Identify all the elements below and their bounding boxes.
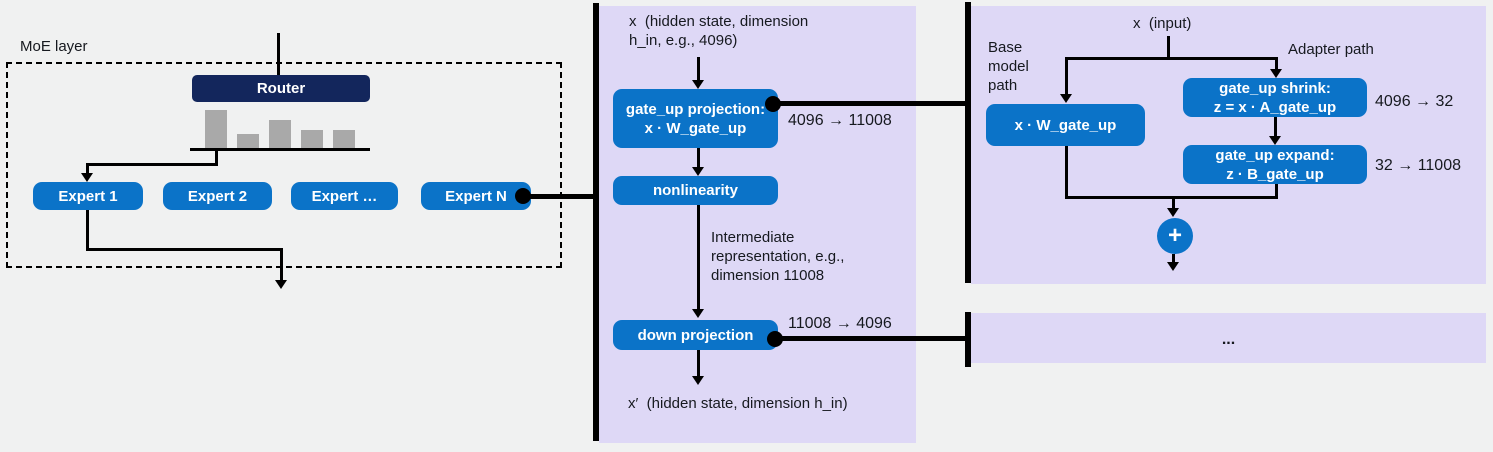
expert-detail-left-bar [593, 3, 599, 441]
base-weight-box: x · W_gate_up [986, 104, 1145, 146]
input-to-gateup-line [697, 57, 700, 82]
gate-up-projection-line2: x · W_gate_up [644, 119, 747, 137]
lora-detail-left-bar [965, 2, 971, 283]
nonlinearity-box: nonlinearity [613, 176, 778, 205]
expert1-output-line-v1 [86, 210, 89, 250]
gate-up-connector-line [773, 101, 965, 106]
gate-up-expand-line2: z · B_gate_up [1226, 165, 1324, 183]
down-to-output-arrowhead [692, 376, 704, 385]
adapter-branch-line [1275, 57, 1278, 71]
router-input-line [277, 33, 280, 75]
expert-2-label: Expert 2 [187, 187, 248, 205]
adapter-path-label: Adapter path [1288, 41, 1374, 58]
expert-detail-output-label: x′ (hidden state, dimension h_in) [628, 395, 848, 412]
expert-detail-input-label: x (hidden state, dimension h_in, e.g., 4… [629, 13, 813, 49]
router-bars [205, 105, 355, 149]
gate-up-projection-box: gate_up projection: x · W_gate_up [613, 89, 778, 148]
down-projection-box: down projection [613, 320, 778, 350]
expert-box-2: Expert 2 [163, 182, 272, 210]
converge-line-h [1065, 196, 1278, 199]
sum-circle: + [1157, 218, 1193, 254]
gate-up-expand-box: gate_up expand: z · B_gate_up [1183, 145, 1367, 184]
gate-up-shrink-line2: z = x · A_gate_up [1213, 98, 1337, 116]
router-weight-bar [301, 130, 323, 149]
expert-box-ellipsis: Expert … [291, 182, 398, 210]
converge-to-sum-arrowhead [1167, 208, 1179, 217]
adapter-branch-arrowhead [1270, 69, 1282, 78]
down-projection-label: down projection [637, 326, 754, 344]
nonlinearity-to-down-line [697, 205, 700, 311]
lora-split-line [1066, 57, 1278, 60]
input-to-gateup-arrowhead [692, 80, 704, 89]
base-branch-line [1065, 57, 1068, 96]
more-experts-ellipsis: ... [1221, 331, 1236, 348]
sum-output-arrowhead [1167, 262, 1179, 271]
down-dims-label: 11008 → 4096 [788, 315, 892, 332]
router-to-expert1-line-v2 [86, 163, 89, 174]
more-panel-left-bar [965, 312, 971, 367]
expand-dims-label: 32 → 11008 [1375, 157, 1461, 174]
moe-layer-boundary [6, 62, 562, 268]
router-to-expert1-line-v1 [215, 151, 218, 166]
down-to-output-line [697, 350, 700, 378]
more-experts-panel [971, 313, 1486, 363]
base-branch-arrowhead [1060, 94, 1072, 103]
router-weight-bar [205, 110, 227, 149]
shrink-to-expand-arrowhead [1269, 136, 1281, 145]
expert-ellipsis-label: Expert … [311, 187, 378, 205]
router-label: Router [256, 80, 306, 97]
router-weight-bar [269, 120, 291, 149]
expert-box-1: Expert 1 [33, 182, 143, 210]
adapter-converge-line-v [1275, 184, 1278, 199]
gate-up-projection-line1: gate_up projection: [625, 100, 766, 118]
expert1-output-arrowhead [275, 280, 287, 289]
expert-n-label: Expert N [445, 187, 507, 205]
gate-up-shrink-box: gate_up shrink: z = x · A_gate_up [1183, 78, 1367, 117]
base-weight-label: x · W_gate_up [1014, 116, 1117, 134]
router-box: Router [192, 75, 370, 102]
shrink-to-expand-line [1274, 117, 1277, 138]
router-to-expert1-line-h [86, 163, 218, 166]
down-connector-line [775, 336, 965, 341]
gate-up-dims-label: 4096 → 11008 [788, 112, 892, 129]
expert1-output-line-v2 [280, 248, 283, 281]
expert-1-label: Expert 1 [58, 187, 118, 205]
gateup-to-nonlinearity-arrowhead [692, 167, 704, 176]
nonlinearity-label: nonlinearity [652, 182, 738, 199]
gate-up-shrink-line1: gate_up shrink: [1219, 79, 1331, 97]
intermediate-representation-label: Intermediate representation, e.g., dimen… [711, 229, 849, 284]
base-converge-line-v [1065, 146, 1068, 199]
moe-layer-label: MoE layer [20, 38, 88, 55]
sum-symbol: + [1167, 222, 1182, 249]
base-model-path-label: Base model path [988, 39, 1034, 94]
converge-to-sum-line [1172, 196, 1175, 210]
gateup-to-nonlinearity-line [697, 148, 700, 169]
expert-n-connector-line [523, 194, 593, 199]
router-to-expert1-arrowhead [81, 173, 93, 182]
router-bars-baseline [190, 148, 370, 151]
nonlinearity-to-down-arrowhead [692, 309, 704, 318]
lora-input-label: x (input) [1133, 15, 1192, 32]
shrink-dims-label: 4096 → 32 [1375, 93, 1454, 110]
lora-input-stem-line [1167, 36, 1170, 60]
router-weight-bar [333, 130, 355, 149]
expert1-output-line-h [86, 248, 283, 251]
expert-detail-panel [599, 6, 916, 443]
gate-up-expand-line1: gate_up expand: [1215, 146, 1335, 164]
sum-output-line [1172, 254, 1175, 264]
router-weight-bar [237, 134, 259, 149]
expert-box-n: Expert N [421, 182, 531, 210]
